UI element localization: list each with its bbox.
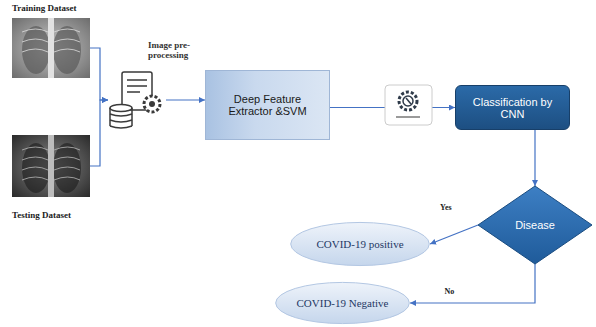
process-box: Classification by CNN bbox=[455, 85, 570, 130]
xray-image bbox=[12, 135, 90, 197]
flow-arrow bbox=[90, 100, 108, 166]
xray-ground bbox=[12, 18, 90, 78]
database-icon bbox=[110, 114, 132, 128]
gear-hub bbox=[149, 101, 155, 107]
database-icon bbox=[110, 108, 132, 126]
dataset-image: Training Dataset bbox=[12, 18, 90, 78]
diamond-shape bbox=[478, 186, 592, 264]
result-ellipse: COVID-19 Negative bbox=[275, 282, 410, 324]
xray-image bbox=[12, 18, 90, 78]
flow-arrow bbox=[410, 264, 535, 303]
ribs bbox=[22, 147, 80, 180]
node-heading: Image pre-processing bbox=[148, 40, 204, 60]
result-ellipse: COVID-19 positive bbox=[290, 222, 430, 266]
preprocessing-icon bbox=[110, 72, 160, 128]
lung bbox=[53, 26, 81, 74]
spine bbox=[48, 18, 54, 78]
gear-hub bbox=[403, 96, 413, 106]
wrench-icon bbox=[406, 98, 411, 104]
flow-arrow bbox=[90, 48, 108, 100]
gear-icon bbox=[399, 92, 417, 110]
node-heading: Testing Dataset bbox=[12, 210, 71, 220]
flow-arrow bbox=[430, 225, 478, 244]
gear-icon bbox=[144, 96, 160, 112]
ellipse-shape bbox=[276, 282, 410, 323]
edge-label: Yes bbox=[438, 203, 454, 212]
node-label: Disease bbox=[515, 219, 555, 231]
database-icon bbox=[110, 105, 132, 112]
decision-diamond: Disease bbox=[478, 186, 592, 264]
process-box: Deep Feature Extractor &SVM bbox=[205, 70, 330, 140]
node-label: Classification by CNN bbox=[462, 96, 563, 120]
spine bbox=[48, 135, 54, 197]
lung bbox=[53, 143, 81, 193]
gear-card-icon bbox=[385, 85, 432, 125]
node-label: COVID-19 Negative bbox=[297, 297, 389, 309]
ellipse-shape bbox=[291, 222, 430, 265]
ribs bbox=[22, 29, 80, 52]
icon-card bbox=[385, 85, 432, 125]
node-label: Deep Feature Extractor &SVM bbox=[212, 93, 323, 117]
icon-caption-bar bbox=[396, 116, 420, 118]
document-lines bbox=[127, 80, 147, 92]
node-heading: Training Dataset bbox=[12, 3, 77, 13]
dataset-image: Testing Dataset bbox=[12, 135, 90, 197]
xray-ground bbox=[12, 135, 90, 197]
flow-arrow bbox=[166, 99, 205, 100]
edge-label: No bbox=[443, 287, 457, 296]
node-label: COVID-19 positive bbox=[316, 238, 403, 250]
preprocessing-step: Image pre-processing bbox=[108, 70, 166, 130]
flow-arrow bbox=[534, 130, 535, 186]
